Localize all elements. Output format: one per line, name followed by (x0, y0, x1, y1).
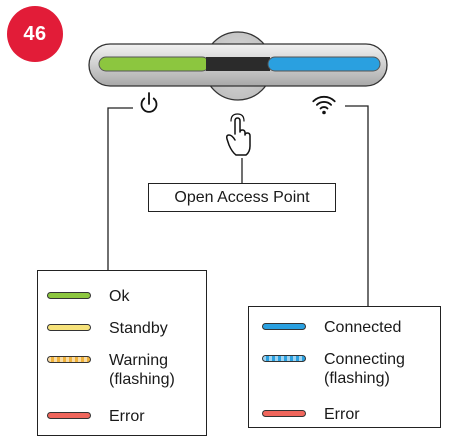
legend-label: Ok (109, 288, 130, 305)
legend-label: Connected (324, 319, 402, 336)
status-legend: Ok Standby Warning (flashing) Error (37, 270, 207, 436)
led-swatch (47, 292, 91, 299)
led-swatch (47, 412, 91, 419)
legend-label: Standby (109, 320, 168, 337)
legend-label: Error (324, 406, 360, 423)
led-swatch (262, 410, 306, 417)
connector-right (345, 105, 369, 306)
hand-press-icon (226, 113, 251, 156)
wifi-icon (312, 95, 336, 115)
legend-item-standby: Standby (47, 319, 168, 338)
wifi-legend: Connected Connecting (flashing) Error (248, 306, 441, 428)
step-badge: 46 (7, 6, 63, 62)
connector-left (107, 107, 133, 285)
legend-label: Warning (flashing) (109, 352, 175, 388)
legend-item-connected: Connected (262, 318, 401, 337)
open-access-point-label: Open Access Point (148, 183, 336, 212)
led-center (206, 57, 270, 71)
led-swatch (262, 323, 306, 330)
legend-label: Connecting (flashing) (324, 351, 405, 387)
legend-item-error: Error (47, 407, 145, 426)
led-swatch (47, 324, 91, 331)
led-swatch (262, 355, 306, 362)
led-wifi (267, 56, 381, 72)
legend-item-connecting: Connecting (flashing) (262, 350, 405, 388)
legend-item-wifi-error: Error (262, 405, 360, 424)
led-status (98, 56, 210, 72)
legend-item-warning: Warning (flashing) (47, 351, 175, 389)
power-icon (140, 92, 158, 113)
legend-item-ok: Ok (47, 287, 129, 306)
legend-label: Error (109, 408, 145, 425)
led-swatch (47, 356, 91, 363)
